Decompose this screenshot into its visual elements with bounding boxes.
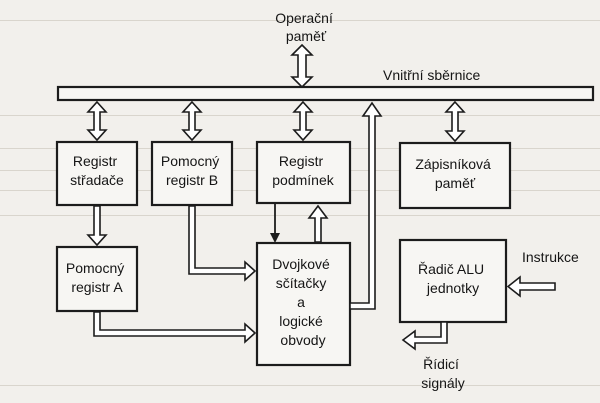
bus-scratchpad-double-arrow (444, 100, 466, 143)
adder-to-flag-arrow (307, 204, 329, 243)
bus-register-b-double-arrow (181, 100, 203, 142)
aux-register-a-label: Pomocný registr A (66, 260, 128, 295)
adder-logic-box (255, 241, 352, 367)
alu-controller-label: Řadič ALU jednotky (418, 261, 488, 296)
accumulator-register-box (55, 140, 139, 207)
scratchpad-memory-label: Zápisníková paměť (415, 156, 494, 191)
bus-accumulator-double-arrow (86, 100, 108, 142)
adder-output-to-bus-arrow (349, 101, 383, 310)
flag-to-adder-arrowhead (270, 233, 280, 243)
adder-logic-label: Dvojkové sčítačky a logické obvody (272, 256, 333, 348)
register-a-to-adder-arrow (93, 311, 257, 344)
instruction-input-arrow (506, 275, 556, 298)
scratchpad-memory-box (398, 141, 512, 210)
aux-register-b-label: Pomocný registr B (161, 153, 223, 188)
accumulator-to-register-a-arrow (86, 205, 108, 247)
register-b-to-adder-arrow (188, 205, 257, 282)
bus-flag-register-double-arrow (292, 100, 314, 142)
control-signals-output-arrow (401, 321, 448, 351)
internal-bus-label: Vnitřní sběrnice (383, 67, 480, 83)
aux-register-b-box (150, 140, 234, 207)
flag-register-label: Registr podmínek (272, 153, 334, 188)
control-signals-label: Řídicí signály (421, 356, 465, 391)
aux-register-a-box (55, 245, 139, 313)
memory-bus-double-arrow (290, 43, 314, 89)
instruction-label: Instrukce (522, 249, 579, 265)
flag-register-box (255, 140, 352, 205)
operating-memory-label: Operační paměť (275, 10, 336, 44)
accumulator-register-label: Registr střadače (70, 153, 124, 188)
internal-bus (56, 85, 595, 102)
alu-controller-box (398, 238, 508, 324)
